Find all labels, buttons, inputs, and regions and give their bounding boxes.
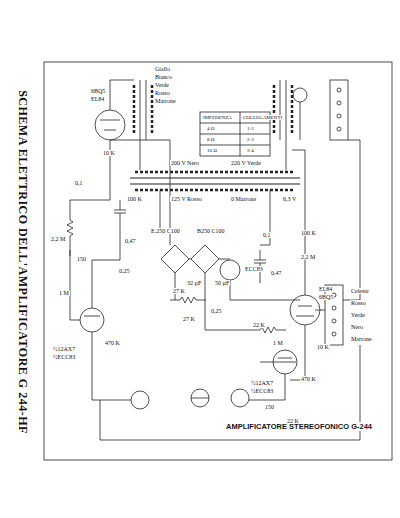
component-label: EL84 — [90, 96, 105, 102]
component-label: 27 K — [172, 288, 186, 294]
component-label: 3-4 — [246, 148, 255, 153]
component-label: 4 Ω — [206, 126, 215, 131]
component-label: 150 — [264, 404, 275, 410]
tube-electrodes — [84, 120, 314, 358]
component-label: ½ECC83 — [52, 354, 76, 360]
component-label: E.250 C100 — [150, 228, 181, 234]
component-label: 470 K — [300, 376, 317, 382]
component-label: Celeste — [350, 288, 370, 294]
component-label: 2-3 — [246, 137, 255, 142]
component-label: 1 M — [58, 290, 70, 296]
tube-symbol — [80, 308, 104, 332]
component-label: 0,1 — [74, 180, 84, 186]
component-label: 220 V Verde — [230, 160, 262, 166]
component-symbols — [67, 200, 286, 333]
component-label: ½12AX7 — [52, 346, 76, 352]
tube-symbol — [95, 110, 125, 140]
component-label: 16 Ω — [206, 148, 218, 153]
component-label: 0,1 — [262, 232, 272, 238]
component-label: 22 K — [252, 322, 266, 328]
component-label: ECC83 — [244, 266, 264, 272]
component-label: 470 K — [104, 340, 121, 346]
component-label: EL84 — [318, 286, 333, 292]
component-label: 0,47 — [270, 270, 283, 276]
component-label: 8 Ω — [206, 137, 215, 142]
component-label: 100 K — [300, 230, 317, 236]
wiring — [70, 80, 360, 440]
component-label: 10 K — [316, 344, 330, 350]
component-label: Marrone — [154, 98, 177, 104]
component-label: 0 Marrone — [230, 196, 257, 202]
component-label: 1-2 — [246, 126, 255, 131]
component-label: 32 µF — [186, 280, 202, 286]
din-socket — [231, 389, 249, 407]
component-label: 0,25 — [210, 308, 223, 314]
component-label: Marrone — [350, 336, 373, 342]
tube-symbol — [220, 260, 240, 280]
component-label: 125 V Rosso — [170, 196, 203, 202]
component-label: 2,2 M — [300, 254, 316, 260]
component-label: 200 V Nero — [170, 160, 200, 166]
speaker-socket — [293, 88, 307, 102]
component-label: 27 K — [182, 316, 196, 322]
component-label: 6BQ5 — [318, 294, 334, 300]
terminal-strip — [330, 80, 348, 140]
component-label: Giallo — [154, 66, 171, 72]
output-transformer-winding — [134, 85, 292, 135]
component-label: Verde — [154, 82, 170, 88]
component-label: 150 — [76, 256, 87, 262]
component-label: 6BQ5 — [90, 88, 106, 94]
component-label: 10 K — [102, 150, 116, 156]
component-label: 100 K — [126, 196, 143, 202]
component-label: IMPEDENZA — [202, 115, 233, 120]
component-label: Verde — [350, 312, 366, 318]
component-label: Rosso — [154, 90, 171, 96]
component-label: 2,2 M — [50, 236, 66, 242]
component-label: B250 C100 — [196, 228, 226, 234]
component-label: 1 M — [272, 340, 284, 346]
din-socket — [131, 391, 149, 409]
component-label: 0,47 — [124, 238, 137, 244]
component-label: Bianco — [154, 74, 173, 80]
component-label: 6,3 V — [282, 196, 297, 202]
transformer-winding — [135, 172, 295, 190]
transformer-core — [130, 178, 300, 184]
page-frame — [44, 62, 392, 460]
component-label: ½12AX7 — [250, 380, 274, 386]
component-label: COLLEGAMENTI — [242, 115, 283, 120]
component-label: Nero — [350, 324, 364, 330]
component-label: 22 K — [286, 418, 300, 424]
title-text: SCHEMA ELETTRICO DELL'AMPLIFICATORE G 24… — [15, 90, 30, 434]
component-label: 0,25 — [118, 268, 131, 274]
component-label: 50 µF — [214, 280, 230, 286]
component-label: ½ECC83 — [250, 388, 274, 394]
component-label: Rosso — [350, 300, 367, 306]
output-transformer-core — [140, 80, 286, 140]
